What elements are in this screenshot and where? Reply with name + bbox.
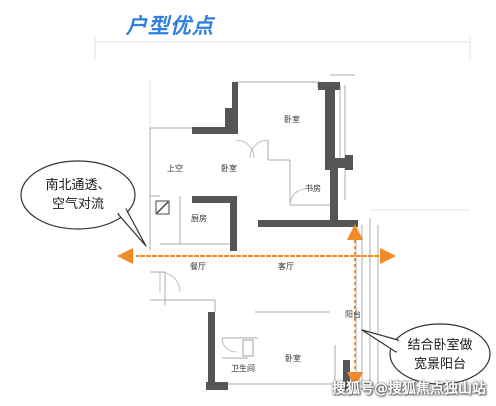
thin-walls	[149, 74, 379, 390]
callout-right-line1: 结合卧室做	[407, 338, 473, 353]
room-label-study: 书房	[305, 184, 321, 193]
callout-left-line2: 空气对流	[51, 197, 104, 212]
callout-left-text: 南北通透、 空气对流	[28, 176, 128, 214]
room-label-kitchen: 厨房	[191, 214, 207, 223]
page-title: 户型优点	[126, 14, 214, 38]
callout-bubble-right	[361, 323, 491, 385]
room-label-dining: 餐厅	[190, 262, 206, 271]
room-label-bedroom-top: 卧室	[284, 115, 300, 124]
room-label-loft: 上空	[167, 164, 183, 173]
callout-right-text: 结合卧室做 宽景阳台	[392, 336, 488, 374]
airflow-arrows	[117, 224, 396, 388]
thick-walls	[192, 82, 358, 390]
callout-bubble-left	[20, 160, 147, 247]
room-label-bedroom-mid: 卧室	[221, 164, 237, 173]
room-label-bedroom-bottom: 卧室	[285, 354, 301, 363]
callout-left-line1: 南北通透、	[45, 178, 111, 193]
guide-lines	[94, 36, 471, 211]
room-label-bathroom: 卫生间	[231, 364, 255, 373]
callout-right-line2: 宽景阳台	[413, 357, 466, 372]
fixtures	[155, 200, 254, 357]
room-label-living: 客厅	[278, 262, 294, 271]
room-label-balcony: 阳台	[345, 310, 361, 319]
door-arcs	[159, 139, 307, 353]
watermark: 搜狐号@搜狐焦点独山站	[332, 381, 486, 397]
